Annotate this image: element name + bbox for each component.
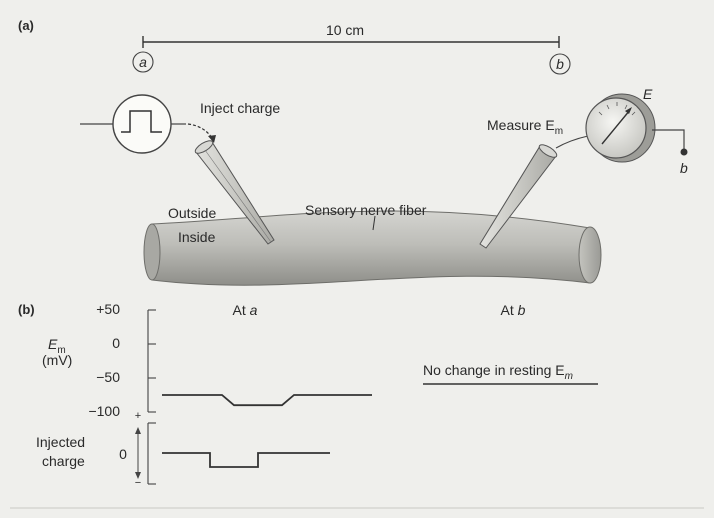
em-trace-line <box>162 394 372 407</box>
nerve-fiber <box>143 210 602 286</box>
charge-axis <box>135 422 156 485</box>
point-a-label: a <box>139 54 147 70</box>
distance-label: 10 cm <box>325 22 365 38</box>
em-axis <box>147 309 156 413</box>
injected-label: Injected <box>36 434 86 450</box>
inject-charge-label: Inject charge <box>200 100 281 116</box>
recording-electrode <box>479 135 589 249</box>
em-axis-label: Em <box>48 336 66 356</box>
stimulating-electrode <box>194 140 275 245</box>
measure-em-label: Measure Em <box>487 117 564 137</box>
point-b-label: b <box>556 56 564 72</box>
panel-a-label: (a) <box>18 18 34 33</box>
charge-zero-label: 0 <box>119 446 127 462</box>
point-b-circle <box>549 53 571 75</box>
inject-arrow <box>187 123 216 143</box>
charge-minus-label: − <box>134 477 142 489</box>
at-a-label: At a <box>232 302 258 318</box>
ytick-label: +50 <box>96 301 120 317</box>
em-unit-label: (mV) <box>42 352 73 368</box>
at-b-label: At b <box>500 302 526 318</box>
injected-charge-line <box>162 452 330 468</box>
meter-e-label: E <box>643 86 653 102</box>
charge-label: charge <box>42 453 85 469</box>
no-change-label: No change in resting Em <box>423 362 573 382</box>
stimulator-icon <box>80 94 186 154</box>
point-a-circle <box>132 51 154 73</box>
ground-b-label: b <box>680 160 688 176</box>
ytick-label: −50 <box>96 369 120 385</box>
ytick-label: 0 <box>112 335 120 351</box>
outside-label: Outside <box>168 205 217 221</box>
voltmeter-icon <box>585 93 688 163</box>
panel-b-label: (b) <box>18 302 35 317</box>
inside-label: Inside <box>178 229 216 245</box>
ytick-label: −100 <box>88 403 120 419</box>
charge-plus-label: + <box>134 410 142 422</box>
distance-bar <box>142 36 560 48</box>
fiber-label: Sensory nerve fiber <box>305 202 427 218</box>
